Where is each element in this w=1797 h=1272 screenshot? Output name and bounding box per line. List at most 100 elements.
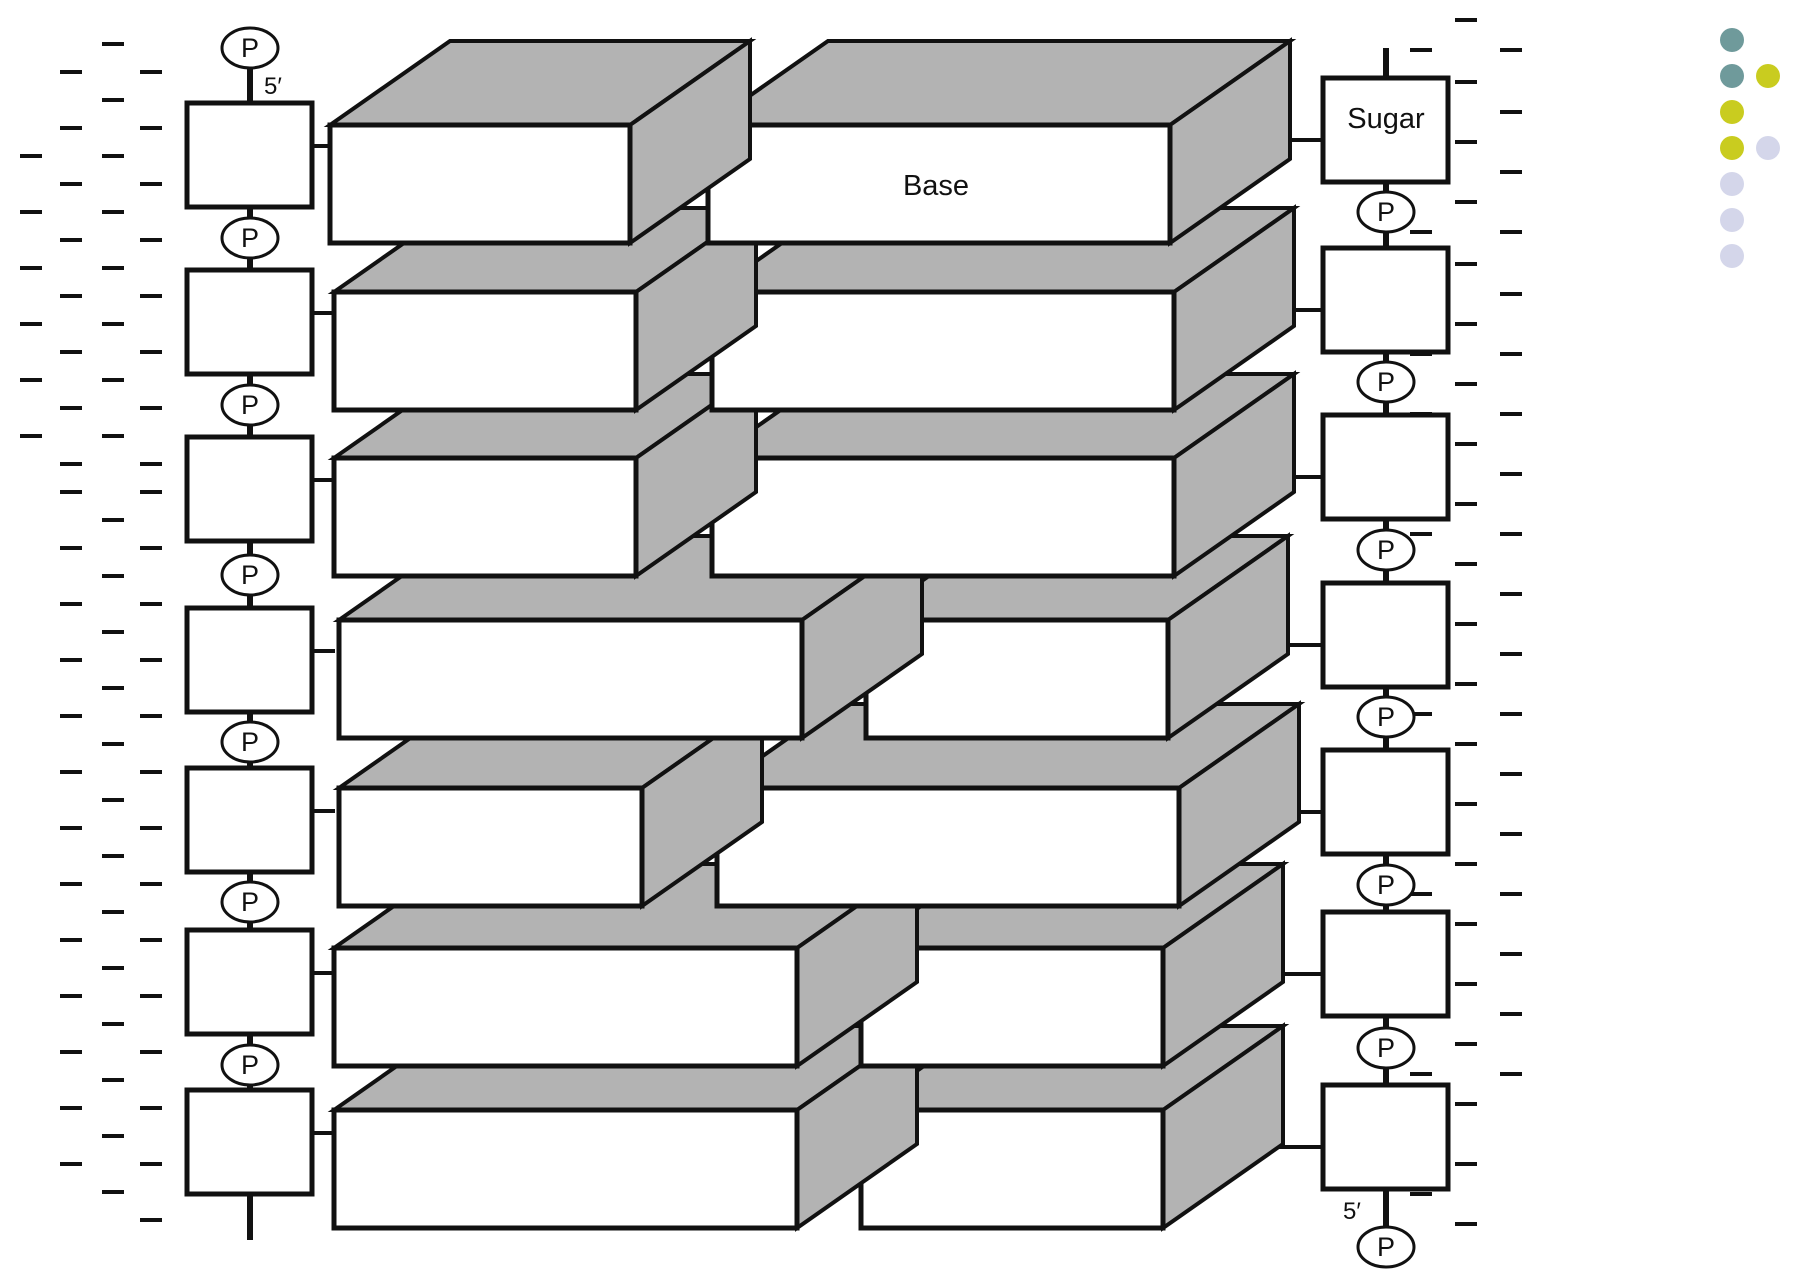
sugar-label: Sugar [1347, 103, 1425, 135]
background-dash [1500, 292, 1522, 296]
background-dash [140, 602, 162, 606]
background-dash [1500, 110, 1522, 114]
background-dash [1500, 952, 1522, 956]
background-dash [1500, 472, 1522, 476]
box-front-face [712, 458, 1174, 576]
base-label: Base [903, 170, 969, 202]
background-dash [1500, 230, 1522, 234]
background-dash [102, 854, 124, 858]
phosphate-label: P [241, 727, 259, 757]
background-dash [1455, 682, 1477, 686]
sugar-box [187, 930, 312, 1034]
background-dash [140, 882, 162, 886]
background-dash [1500, 772, 1522, 776]
sugar-box [187, 768, 312, 872]
background-dash [140, 490, 162, 494]
background-dash [1455, 1222, 1477, 1226]
background-dash [140, 294, 162, 298]
background-dash [102, 322, 124, 326]
background-dash [60, 546, 82, 550]
background-dash [140, 182, 162, 186]
phosphate-label: P [1377, 870, 1395, 900]
background-dash [60, 882, 82, 886]
base-pair-right-block [708, 41, 1290, 243]
background-dash [60, 490, 82, 494]
background-dash [1410, 48, 1432, 52]
background-dash [60, 182, 82, 186]
background-dash [102, 378, 124, 382]
background-dash [60, 1162, 82, 1166]
background-dash [1455, 982, 1477, 986]
sugar-box [187, 608, 312, 712]
background-dash [1410, 532, 1432, 536]
phosphate-label: P [241, 560, 259, 590]
background-dash [1500, 832, 1522, 836]
background-dash [102, 798, 124, 802]
background-dash [60, 770, 82, 774]
background-dash [60, 602, 82, 606]
background-dash [140, 1162, 162, 1166]
background-dash [140, 70, 162, 74]
background-dash [102, 154, 124, 158]
background-dash [140, 1106, 162, 1110]
sugar-box [1323, 750, 1448, 854]
box-front-face [334, 1110, 797, 1228]
background-dash [60, 350, 82, 354]
box-front-face [339, 620, 802, 738]
background-dash [140, 658, 162, 662]
background-dash [102, 966, 124, 970]
background-dash [20, 210, 42, 214]
decorative-dot [1720, 136, 1744, 160]
background-dash [60, 994, 82, 998]
background-dash [1410, 1192, 1432, 1196]
background-dash [1410, 230, 1432, 234]
background-dash [140, 406, 162, 410]
background-dash [102, 518, 124, 522]
background-dash [102, 42, 124, 46]
phosphate-label: P [241, 1050, 259, 1080]
decorative-dot [1756, 64, 1780, 88]
background-dash [1455, 922, 1477, 926]
background-dash [60, 406, 82, 410]
background-dash [1455, 1042, 1477, 1046]
sugar-box [187, 103, 312, 207]
background-dash [1500, 892, 1522, 896]
base-pair-stack [330, 41, 1299, 1228]
background-dash [102, 1078, 124, 1082]
box-front-face [712, 292, 1174, 410]
background-dash [102, 686, 124, 690]
sugar-box [187, 437, 312, 541]
background-dash [140, 770, 162, 774]
decorative-dot [1720, 100, 1744, 124]
background-dash [1500, 48, 1522, 52]
sugar-box [1323, 415, 1448, 519]
background-dash [1455, 322, 1477, 326]
phosphate-label: P [1377, 197, 1395, 227]
decorative-dot [1720, 28, 1744, 52]
background-dash [102, 910, 124, 914]
decorative-dots [1720, 28, 1790, 278]
background-dash [1455, 262, 1477, 266]
background-dash [102, 742, 124, 746]
background-dash [102, 434, 124, 438]
box-front-face [334, 948, 797, 1066]
background-dash [1500, 170, 1522, 174]
background-dash [102, 574, 124, 578]
background-dash [60, 126, 82, 130]
background-dash [140, 238, 162, 242]
decorative-dot [1720, 244, 1744, 268]
background-dash [1455, 562, 1477, 566]
background-dash [140, 826, 162, 830]
background-dash [1455, 140, 1477, 144]
sugar-box [1323, 912, 1448, 1016]
background-dash [60, 294, 82, 298]
background-dash [1455, 862, 1477, 866]
box-front-face [334, 292, 636, 410]
decorative-dot [1720, 64, 1744, 88]
background-dash [102, 1022, 124, 1026]
background-dash [140, 126, 162, 130]
phosphate-label: P [241, 887, 259, 917]
background-dash [140, 714, 162, 718]
background-dash [1455, 1102, 1477, 1106]
